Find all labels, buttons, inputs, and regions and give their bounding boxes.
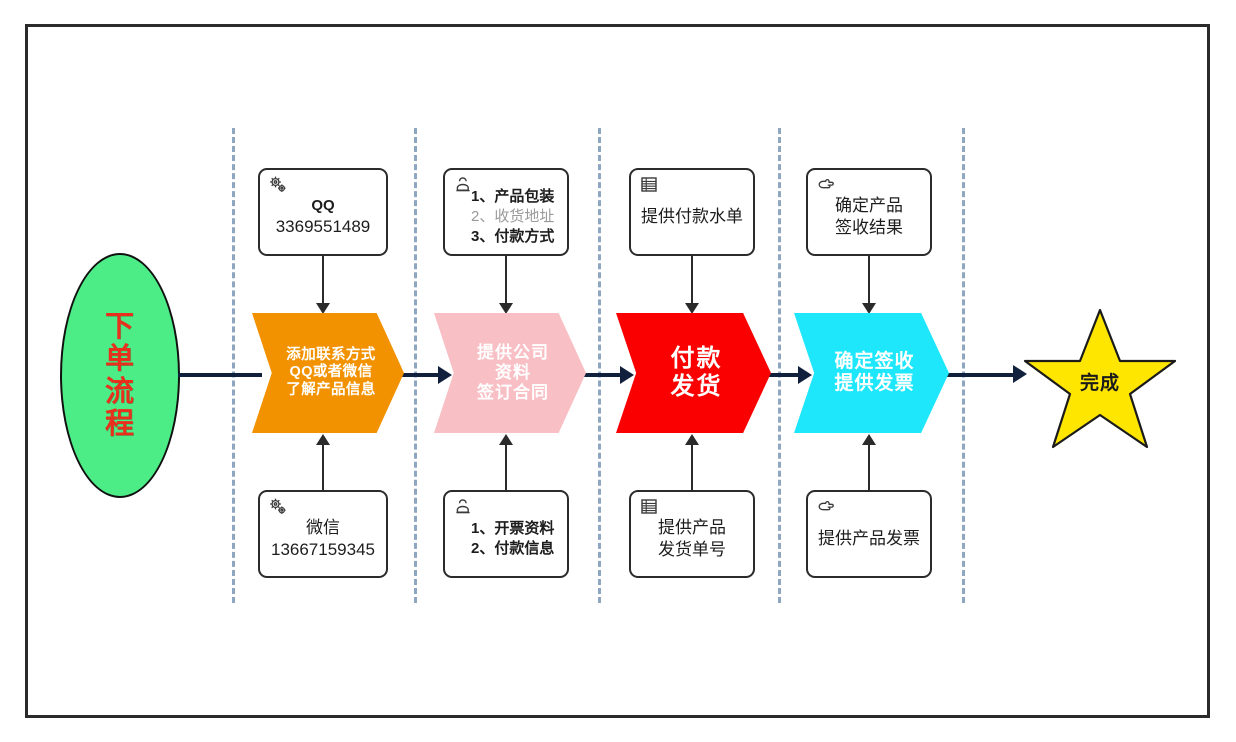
stage-1-line-3: 了解产品信息 xyxy=(286,381,376,398)
connector-stage3-to-stage4 xyxy=(759,373,805,377)
connector-qq-to-stage1 xyxy=(322,256,324,308)
diagram-frame xyxy=(25,24,1210,718)
stage-4-label: 确定签收 提供发票 xyxy=(828,351,914,396)
start-label-line-2: 单 xyxy=(104,343,135,376)
connector-invoiceinfo-to-stage2 xyxy=(505,444,507,492)
start-ellipse-label: 下 单 流 程 xyxy=(105,311,135,441)
note-shipping-number-line-2: 发货单号 xyxy=(658,540,726,559)
note-invoice-info-line-1: 1、开票资料 xyxy=(471,520,555,538)
arrow-productinvoice-to-stage4 xyxy=(862,434,876,445)
arrow-paymentslip-to-stage3 xyxy=(685,303,699,314)
arrow-qq-to-stage1 xyxy=(316,303,330,314)
pointing-hand-icon xyxy=(815,496,837,518)
finish-star[interactable]: 完成 xyxy=(1023,306,1177,451)
lane-divider-3 xyxy=(598,128,601,603)
start-ellipse[interactable]: 下 单 流 程 xyxy=(60,253,180,498)
connector-shipping-to-stage3 xyxy=(691,444,693,492)
arrow-confirmreceipt-to-stage4 xyxy=(862,303,876,314)
note-qq-body: QQ 3369551489 xyxy=(260,170,386,254)
note-wechat-line-2: 13667159345 xyxy=(270,540,375,559)
pointing-hand-icon xyxy=(815,174,837,196)
note-payment-slip-line-1: 提供付款水单 xyxy=(641,206,743,226)
note-shipping-number[interactable]: 提供产品 发货单号 xyxy=(629,490,755,578)
stage-1-label: 添加联系方式 QQ或者微信 了解产品信息 xyxy=(280,347,375,398)
note-confirm-receipt-line-1: 确定产品 xyxy=(835,195,903,215)
note-confirm-receipt-body: 确定产品 签收结果 xyxy=(808,170,930,254)
stage-1-line-1: 添加联系方式 xyxy=(286,347,376,364)
start-label-line-3: 流 xyxy=(104,375,135,408)
connector-start-to-stage1 xyxy=(178,373,262,377)
note-order-details-body: 1、产品包装 2、收货地址 3、付款方式 xyxy=(445,170,567,254)
start-label-line-4: 程 xyxy=(104,407,135,440)
finish-star-label: 完成 xyxy=(1079,373,1120,394)
note-wechat-line-1: 微信 xyxy=(306,517,340,537)
stage-1-chevron[interactable]: 添加联系方式 QQ或者微信 了解产品信息 xyxy=(252,313,404,433)
note-shipping-number-line-1: 提供产品 xyxy=(658,517,726,537)
connector-wechat-to-stage1 xyxy=(322,444,324,492)
note-wechat[interactable]: 微信 13667159345 xyxy=(258,490,388,578)
note-product-invoice-line-1: 提供产品发票 xyxy=(818,528,920,548)
note-wechat-body: 微信 13667159345 xyxy=(260,492,386,576)
arrow-into-finish xyxy=(1013,365,1027,383)
note-invoice-info-body: 1、开票资料 2、付款信息 xyxy=(445,492,567,576)
connector-stage2-to-stage3 xyxy=(574,373,626,377)
stage-3-label: 付款 发货 xyxy=(665,345,723,402)
note-invoice-info[interactable]: 1、开票资料 2、付款信息 xyxy=(443,490,569,578)
note-confirm-receipt[interactable]: 确定产品 签收结果 xyxy=(806,168,932,256)
note-order-details[interactable]: 1、产品包装 2、收货地址 3、付款方式 xyxy=(443,168,569,256)
stage-3-line-2: 发货 xyxy=(670,373,723,400)
connector-stage4-to-finish xyxy=(937,373,1019,377)
arrow-orderdetails-to-stage2 xyxy=(499,303,513,314)
arrow-into-stage4 xyxy=(798,366,812,384)
note-order-details-line-1: 1、产品包装 xyxy=(471,188,555,206)
stage-2-label: 提供公司 资料 签订合同 xyxy=(471,343,549,403)
gears-icon xyxy=(267,496,289,518)
stage-3-chevron[interactable]: 付款 发货 xyxy=(616,313,771,433)
lane-divider-1 xyxy=(232,128,235,603)
stage-3-line-1: 付款 xyxy=(670,344,723,372)
arrow-wechat-to-stage1 xyxy=(316,434,330,445)
person-icon xyxy=(452,496,474,518)
stage-2-line-3: 签订合同 xyxy=(477,383,549,403)
arrow-invoiceinfo-to-stage2 xyxy=(499,434,513,445)
note-qq-line-1: QQ xyxy=(311,196,335,214)
list-icon xyxy=(638,174,660,196)
note-product-invoice[interactable]: 提供产品发票 xyxy=(806,490,932,578)
lane-divider-2 xyxy=(414,128,417,603)
gears-icon xyxy=(267,174,289,196)
note-payment-slip[interactable]: 提供付款水单 xyxy=(629,168,755,256)
arrow-into-stage2 xyxy=(438,366,452,384)
lane-divider-5 xyxy=(962,128,965,603)
stage-2-line-2: 资料 xyxy=(495,362,531,382)
connector-orderdetails-to-stage2 xyxy=(505,256,507,308)
connector-paymentslip-to-stage3 xyxy=(691,256,693,308)
star-shape xyxy=(1023,308,1177,449)
note-qq-line-2: 3369551489 xyxy=(275,216,371,236)
start-label-line-1: 下 xyxy=(104,310,135,343)
note-shipping-number-body: 提供产品 发货单号 xyxy=(631,492,753,576)
note-qq[interactable]: QQ 3369551489 xyxy=(258,168,388,256)
list-icon xyxy=(638,496,660,518)
stage-1-line-2: QQ或者微信 xyxy=(289,364,373,381)
stage-4-line-2: 提供发票 xyxy=(834,373,915,394)
arrow-into-stage3 xyxy=(620,366,634,384)
person-icon xyxy=(452,174,474,196)
note-order-details-line-3: 3、付款方式 xyxy=(471,227,555,245)
stage-4-chevron[interactable]: 确定签收 提供发票 xyxy=(794,313,949,433)
note-payment-slip-body: 提供付款水单 xyxy=(631,170,753,254)
lane-divider-4 xyxy=(778,128,781,603)
note-invoice-info-line-2: 2、付款信息 xyxy=(471,540,555,557)
connector-productinvoice-to-stage4 xyxy=(868,444,870,492)
note-confirm-receipt-line-2: 签收结果 xyxy=(835,218,903,237)
stage-4-line-1: 确定签收 xyxy=(834,350,915,372)
stage-2-line-1: 提供公司 xyxy=(477,342,549,362)
connector-confirmreceipt-to-stage4 xyxy=(868,256,870,308)
connector-stage1-to-stage2 xyxy=(392,373,444,377)
stage-2-chevron[interactable]: 提供公司 资料 签订合同 xyxy=(434,313,586,433)
note-order-details-line-2: 2、收货地址 xyxy=(471,208,555,226)
arrow-shipping-to-stage3 xyxy=(685,434,699,445)
note-product-invoice-body: 提供产品发票 xyxy=(808,492,930,576)
